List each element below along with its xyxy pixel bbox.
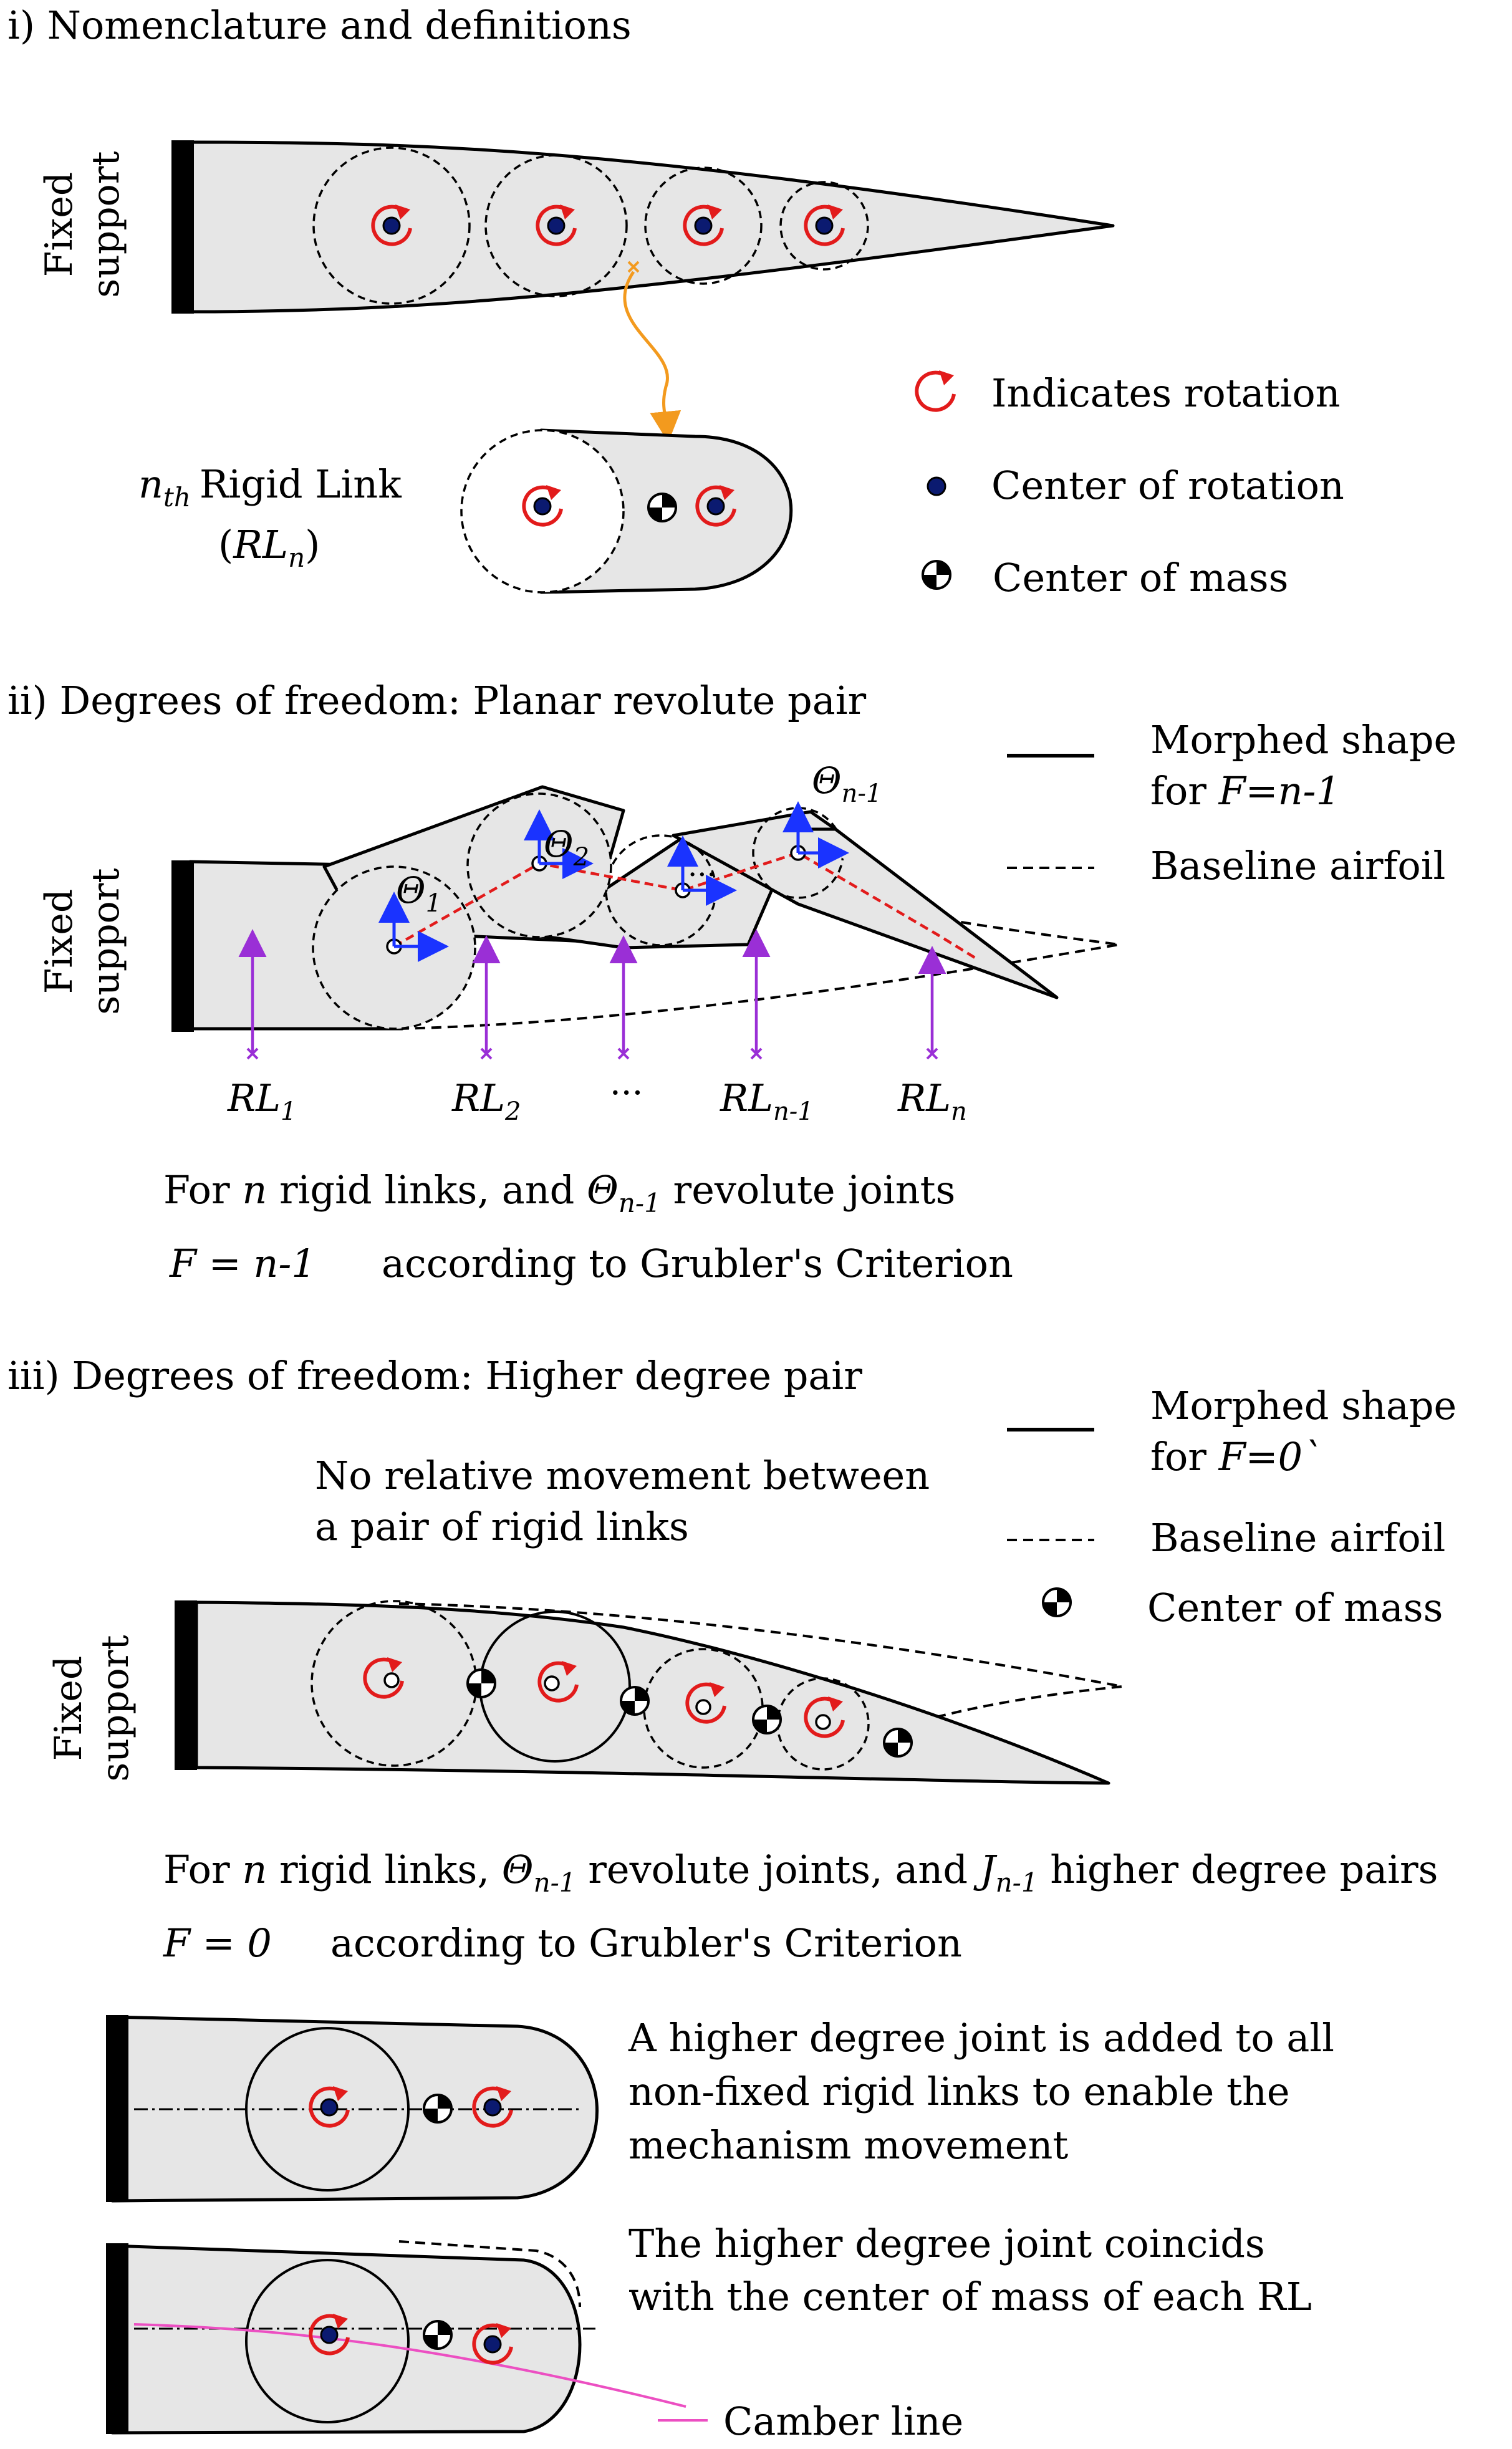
joint-label: Θ2 — [544, 823, 589, 872]
center-of-mass-icon — [647, 493, 677, 522]
camber-line-label: Camber line — [723, 2398, 963, 2444]
center-of-rotation-dot-icon — [483, 2335, 502, 2354]
svg-text:support: support — [84, 151, 128, 297]
center-of-rotation-dot-icon — [483, 2098, 502, 2117]
fixed-support-label-3: Fixed support — [47, 1635, 137, 1781]
detail-1-line-1: A higher degree joint is added to all — [628, 2015, 1334, 2061]
link-pointer — [623, 261, 681, 443]
link-label: RL2 — [451, 1077, 521, 1126]
airfoil-outline — [188, 140, 1115, 314]
fixed-support-block — [175, 1600, 197, 1770]
link-circle — [644, 166, 763, 285]
legend-label: for F=0` — [1150, 1434, 1322, 1480]
svg-text:Fixed: Fixed — [37, 172, 81, 277]
section-3-note-1: No relative movement between — [315, 1453, 930, 1498]
detail-1-line-2: non-fixed rigid links to enable the — [628, 2069, 1290, 2114]
legend-label: Morphed shape — [1150, 717, 1457, 763]
detail-2-line-2: with the center of mass of each RL — [628, 2274, 1312, 2319]
higher-degree-joint-detail-1 — [106, 2015, 599, 2203]
center-of-rotation-dot-icon — [706, 497, 725, 516]
fixed-support-block — [171, 140, 194, 314]
rotation-arrow-icon — [917, 370, 954, 410]
center-of-rotation-dot-icon — [320, 2326, 339, 2344]
legend-section-2: Morphed shape for F=n-1 Baseline airfoil — [1007, 717, 1457, 888]
rigid-link-detail — [460, 428, 793, 594]
joint-label: Θ1 — [396, 869, 441, 918]
link-label: RLn-1 — [720, 1077, 814, 1126]
svg-text:support: support — [84, 868, 128, 1014]
link-label: ··· — [610, 1073, 643, 1114]
legend-label: Center of mass — [1147, 1585, 1443, 1630]
fixed-support-label-2: Fixed support — [37, 868, 128, 1014]
higher-degree-joint-detail-2 — [106, 2240, 686, 2435]
section-3-eq1: For n rigid links, Θn-1 revolute joints,… — [163, 1847, 1438, 1898]
center-of-mass-icon — [752, 1705, 782, 1735]
center-of-rotation-dot-icon — [533, 497, 552, 516]
center-of-rotation-dot-icon — [320, 2098, 339, 2117]
fixed-support-label-1: Fixed support — [37, 151, 128, 297]
center-of-rotation-dot-icon — [547, 216, 566, 235]
link-circle — [312, 147, 471, 305]
center-of-mass-icon — [423, 2094, 453, 2124]
link-label: RLn — [897, 1077, 967, 1126]
svg-text:(RLn): (RLn) — [218, 522, 320, 573]
center-of-mass-icon — [620, 1686, 650, 1716]
link-label: RL1 — [227, 1077, 296, 1126]
svg-text:Fixed: Fixed — [37, 889, 81, 994]
section-2-title: ii) Degrees of freedom: Planar revolute … — [7, 678, 867, 723]
legend-label: Center of mass — [993, 555, 1288, 600]
joint-label: ... — [688, 849, 716, 883]
airfoil-section-3 — [175, 1600, 1123, 1785]
link-markers: RL1 RL2 ··· RLn-1 RLn — [227, 929, 967, 1126]
airfoil-section-1 — [171, 140, 1115, 314]
legend-section-3: Morphed shape for F=0` Baseline airfoil … — [1007, 1383, 1457, 1630]
detail-2-line-1: The higher degree joint coincids — [628, 2221, 1265, 2266]
center-of-mass-icon — [883, 1728, 913, 1758]
fixed-support-block — [171, 860, 194, 1032]
link-circle — [779, 181, 869, 271]
airfoil-outline — [195, 1600, 1110, 1785]
svg-text:Fixed: Fixed — [47, 1656, 90, 1761]
joint-label: Θn-1 — [812, 759, 882, 808]
center-of-mass-icon — [466, 1668, 496, 1698]
frame-axes — [378, 801, 849, 962]
section-3-title: iii) Degrees of freedom: Higher degree p… — [7, 1353, 862, 1398]
center-of-rotation-dot-icon — [694, 216, 713, 235]
center-of-mass-icon — [1042, 1587, 1072, 1617]
section-1-title: i) Nomenclature and definitions — [7, 2, 632, 48]
center-of-rotation-dot-icon — [815, 216, 834, 235]
legend-label: Center of rotation — [991, 463, 1344, 508]
legend-label: Morphed shape — [1150, 1383, 1457, 1428]
section-2-eq1: For n rigid links, and Θn-1 revolute joi… — [163, 1167, 955, 1218]
center-of-mass-icon — [423, 2320, 453, 2350]
link-circle — [484, 154, 628, 297]
detail-1-line-3: mechanism movement — [628, 2122, 1068, 2168]
center-of-mass-icon — [922, 560, 951, 590]
legend-label: for F=n-1 — [1150, 768, 1341, 814]
camber-line — [133, 2323, 686, 2408]
morphed-shape-section-2: Θ1 Θ2 ... Θn-1 — [171, 759, 1120, 1032]
legend-label: Indicates rotation — [991, 370, 1341, 416]
center-of-rotation-dot-icon — [927, 476, 946, 496]
center-of-rotation-dot-icon — [382, 216, 401, 235]
legend-section-1: Indicates rotation Center of rotation Ce… — [917, 370, 1344, 600]
legend-label: Baseline airfoil — [1150, 843, 1445, 888]
section-3-note-2: a pair of rigid links — [315, 1504, 689, 1549]
svg-text:support: support — [94, 1635, 137, 1781]
legend-label: Baseline airfoil — [1150, 1515, 1445, 1561]
